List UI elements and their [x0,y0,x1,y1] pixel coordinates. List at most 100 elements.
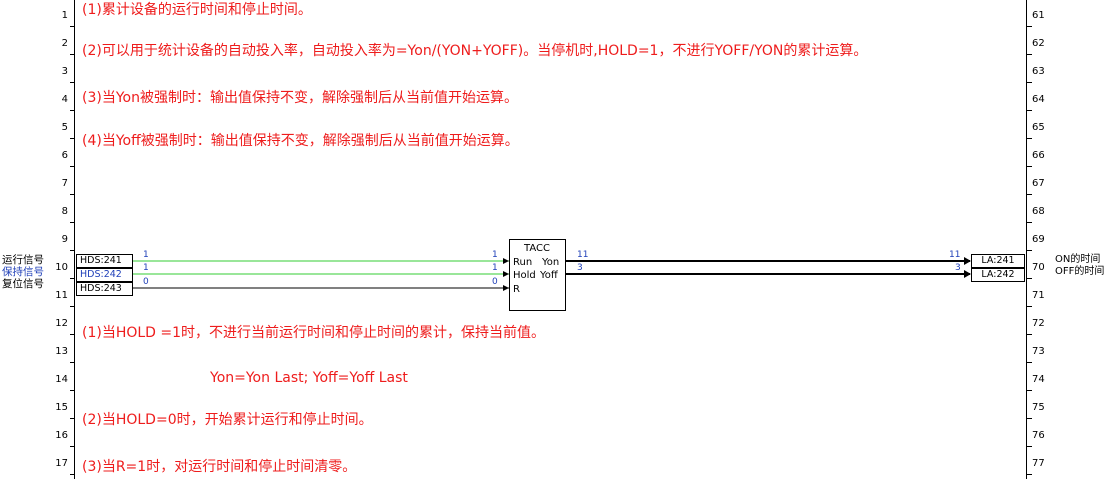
left-row-tick [70,54,75,55]
value-reset-src: 0 [143,277,149,287]
comment-top-1: (1)累计设备的运行时间和停止时间。 [82,2,312,18]
block-input-hold: Hold [513,270,536,281]
right-rail [1026,0,1027,479]
left-row-tick [70,82,75,83]
right-line-number: 72 [1032,318,1045,329]
input-tag-hold[interactable]: HDS:242 [76,268,133,282]
arrow-hold [503,271,509,277]
left-line-number: 2 [61,38,68,49]
value-yoff-src: 3 [577,263,583,273]
comment-bottom-3: (2)当HOLD=0时，开始累计运行和停止时间。 [82,412,373,428]
value-reset-dst: 0 [492,277,498,287]
left-line-number: 3 [61,66,68,77]
arrow-yon [964,257,971,265]
left-line-number: 13 [55,346,68,357]
block-input-run: Run [513,257,533,268]
left-row-tick [70,194,75,195]
left-row-tick [70,278,75,279]
left-rail [74,0,75,479]
block-output-yon: Yon [542,257,560,268]
input-label-run: 运行信号 [2,254,44,266]
right-line-number: 73 [1032,346,1045,357]
tacc-block[interactable]: TACC Run Hold R Yon Yoff [509,239,566,311]
right-row-tick [1027,26,1032,27]
right-row-tick [1027,82,1032,83]
value-hold-dst: 1 [492,263,498,273]
output-tag-yon[interactable]: LA:241 [971,254,1025,268]
left-row-tick [70,306,75,307]
comment-top-3: (3)当Yon被强制时：输出值保持不变，解除强制后从当前值开始运算。 [82,90,518,106]
right-line-number: 61 [1032,10,1045,21]
input-label-reset: 复位信号 [2,278,44,290]
right-row-tick [1027,334,1032,335]
output-label-on-time: ON的时间 [1055,254,1101,265]
left-line-number: 6 [61,150,68,161]
output-tag-yoff[interactable]: LA:242 [971,268,1025,282]
right-row-tick [1027,222,1032,223]
comment-bottom-1: (1)当HOLD =1时，不进行当前运行时间和停止时间的累计，保持当前值。 [82,325,546,341]
right-line-number: 75 [1032,402,1045,413]
right-row-tick [1027,166,1032,167]
right-row-tick [1027,54,1032,55]
input-label-hold: 保持信号 [2,266,44,278]
left-line-number: 15 [55,402,68,413]
block-input-reset: R [513,284,520,295]
left-line-number: 1 [61,10,68,21]
right-row-tick [1027,278,1032,279]
arrow-run [503,258,509,264]
right-line-number: 76 [1032,430,1045,441]
left-row-tick [70,474,75,475]
input-tag-reset[interactable]: HDS:243 [76,282,133,296]
left-line-number: 10 [55,262,68,273]
left-line-number: 4 [61,94,68,105]
left-line-number: 16 [55,430,68,441]
right-line-number: 65 [1032,122,1045,133]
left-row-tick [70,334,75,335]
value-yon-dst: 11 [949,250,961,260]
left-line-number: 9 [61,234,68,245]
value-run-dst: 1 [492,250,498,260]
arrow-reset [503,285,509,291]
right-line-number: 74 [1032,374,1045,385]
right-line-number: 64 [1032,94,1045,105]
right-line-number: 77 [1032,458,1045,469]
left-row-tick [70,446,75,447]
right-row-tick [1027,418,1032,419]
right-row-tick [1027,390,1032,391]
left-row-tick [70,362,75,363]
right-line-number: 63 [1032,66,1045,77]
left-line-number: 8 [61,206,68,217]
left-line-number: 12 [55,318,68,329]
right-line-number: 66 [1032,150,1045,161]
left-row-tick [70,418,75,419]
comment-top-2: (2)可以用于统计设备的自动投入率，自动投入率为=Yon/(YON+YOFF)。… [82,43,868,59]
right-row-tick [1027,306,1032,307]
comment-bottom-4: (3)当R=1时，对运行时间和停止时间清零。 [82,459,357,475]
comment-top-4: (4)当Yoff被强制时：输出值保持不变，解除强制后从当前值开始运算。 [82,133,519,149]
right-row-tick [1027,474,1032,475]
left-row-tick [70,110,75,111]
right-row-tick [1027,250,1032,251]
right-line-number: 68 [1032,206,1045,217]
left-line-number: 7 [61,178,68,189]
left-row-tick [70,250,75,251]
right-row-tick [1027,362,1032,363]
right-row-tick [1027,446,1032,447]
value-yon-src: 11 [577,250,589,260]
left-row-tick [70,26,75,27]
arrow-yoff [964,270,971,278]
value-run-src: 1 [143,250,149,260]
left-line-number: 11 [55,290,68,301]
input-tag-run[interactable]: HDS:241 [76,254,133,268]
left-row-tick [70,138,75,139]
right-line-number: 69 [1032,234,1045,245]
output-label-off-time: OFF的时间 [1055,266,1105,277]
left-line-number: 14 [55,374,68,385]
right-line-number: 67 [1032,178,1045,189]
right-line-number: 71 [1032,290,1045,301]
right-row-tick [1027,110,1032,111]
left-line-number: 5 [61,122,68,133]
left-row-tick [70,222,75,223]
left-row-tick [70,166,75,167]
